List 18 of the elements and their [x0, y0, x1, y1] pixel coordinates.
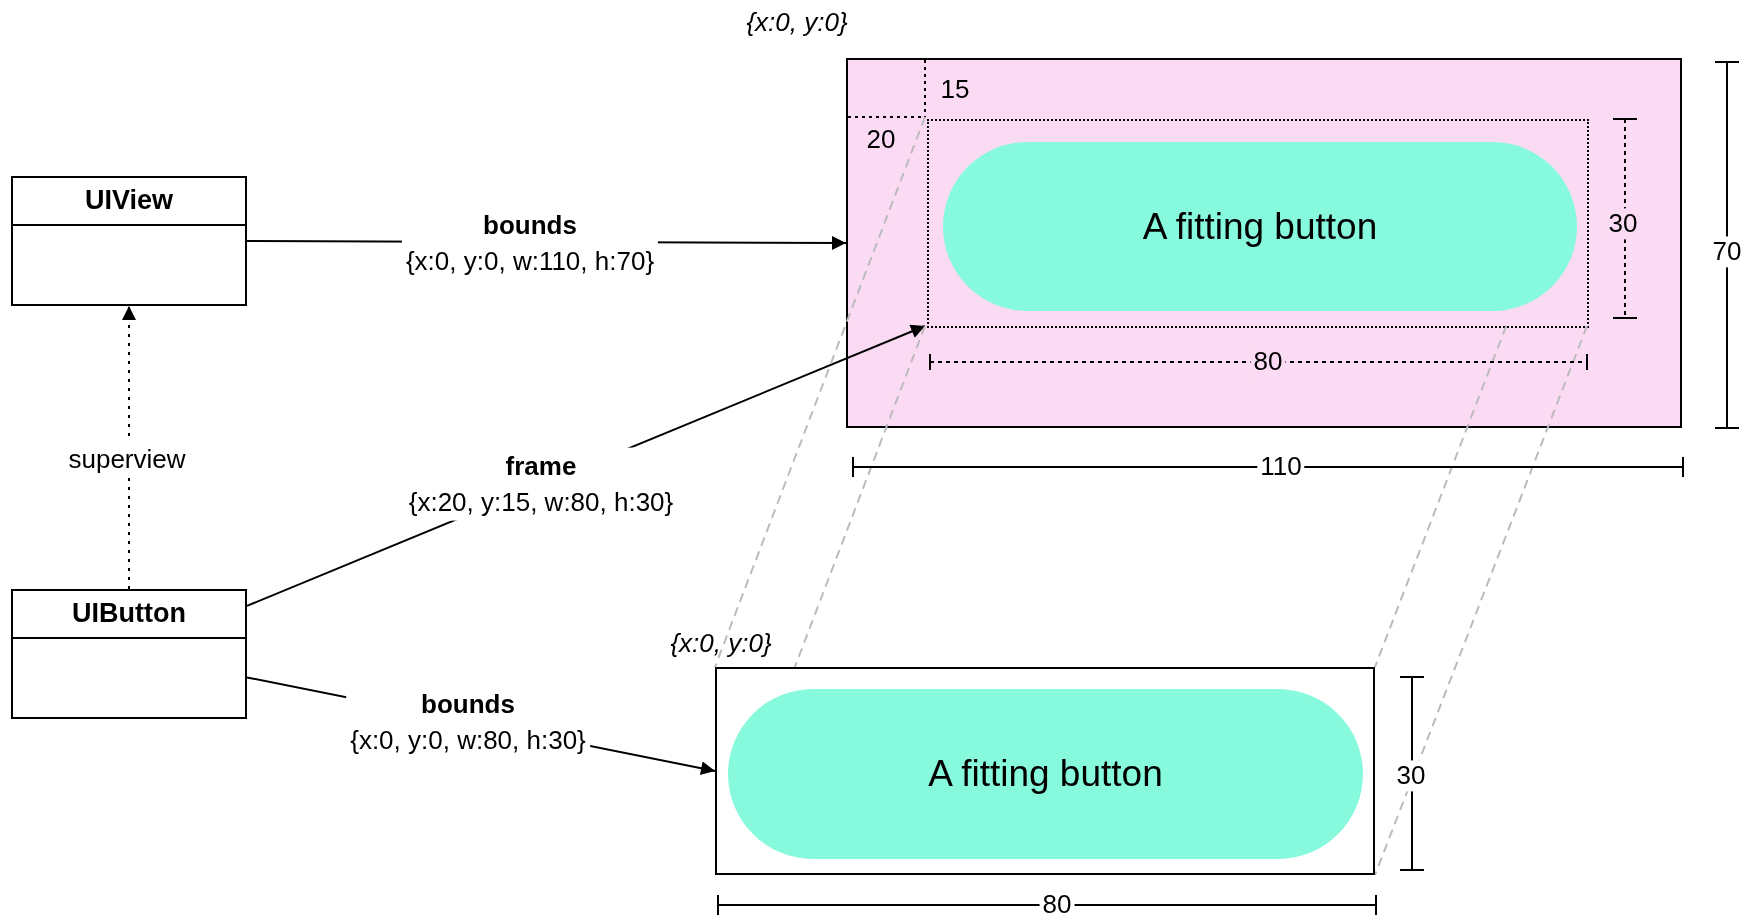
class-name: UIButton [13, 591, 245, 639]
class-name: UIView [13, 178, 245, 226]
button-pill: A fitting button [943, 142, 1577, 311]
origin-label: {x:0, y:0} [670, 627, 772, 659]
class-box [11, 176, 247, 306]
superview-rectangle [846, 58, 1682, 428]
button-pill: A fitting button [728, 689, 1363, 859]
projection-line [1374, 325, 1508, 668]
arrow [122, 305, 136, 590]
projection-line [714, 116, 926, 668]
origin-label: {x:0, y:0} [746, 6, 848, 38]
dimension-label: 15 [939, 74, 971, 106]
button-bounds-rectangle [715, 667, 1375, 875]
frame-rectangle [927, 119, 1589, 328]
class-box [11, 589, 247, 719]
projection-line [793, 325, 926, 668]
projection-line [1374, 325, 1588, 876]
dimension-label: 20 [865, 124, 897, 156]
